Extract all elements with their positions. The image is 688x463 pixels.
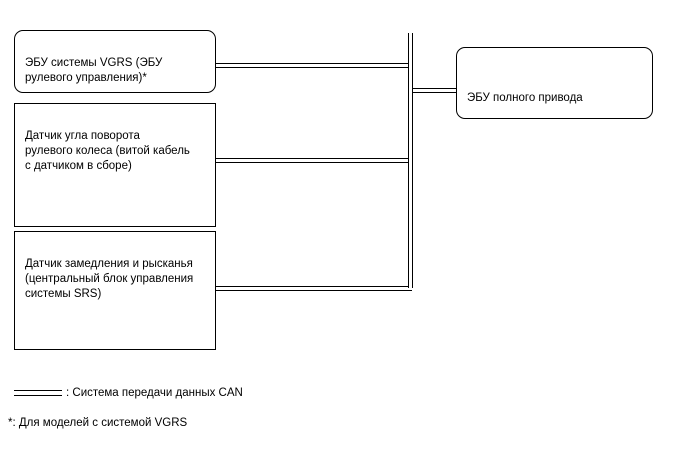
node-steering-angle-sensor-label: Датчик угла поворота рулевого колеса (ви…: [25, 130, 190, 172]
can-bus-trunk-vertical: [408, 33, 413, 288]
node-awd-ecu-label: ЭБУ полного привода: [467, 92, 583, 104]
node-yaw-rate-sensor-label: Датчик замедления и рысканья (центральны…: [25, 258, 194, 300]
node-awd-ecu[interactable]: ЭБУ полного привода: [456, 47, 653, 119]
can-bus-branch-vgrs: [214, 63, 412, 68]
legend-can-bus-sample: [14, 390, 62, 396]
can-bus-branch-yaw-rate: [214, 286, 412, 291]
node-vgrs-ecu[interactable]: ЭБУ системы VGRS (ЭБУ рулевого управлени…: [14, 30, 216, 93]
node-vgrs-ecu-label: ЭБУ системы VGRS (ЭБУ рулевого управлени…: [25, 57, 163, 84]
node-yaw-rate-sensor[interactable]: Датчик замедления и рысканья (центральны…: [14, 231, 216, 350]
node-steering-angle-sensor[interactable]: Датчик угла поворота рулевого колеса (ви…: [14, 103, 216, 227]
can-bus-branch-steering-angle: [214, 158, 412, 163]
can-bus-branch-awd: [408, 88, 458, 93]
legend-can-bus-label: : Система передачи данных CAN: [66, 387, 243, 399]
footnote-vgrs: *: Для моделей с системой VGRS: [8, 417, 188, 429]
